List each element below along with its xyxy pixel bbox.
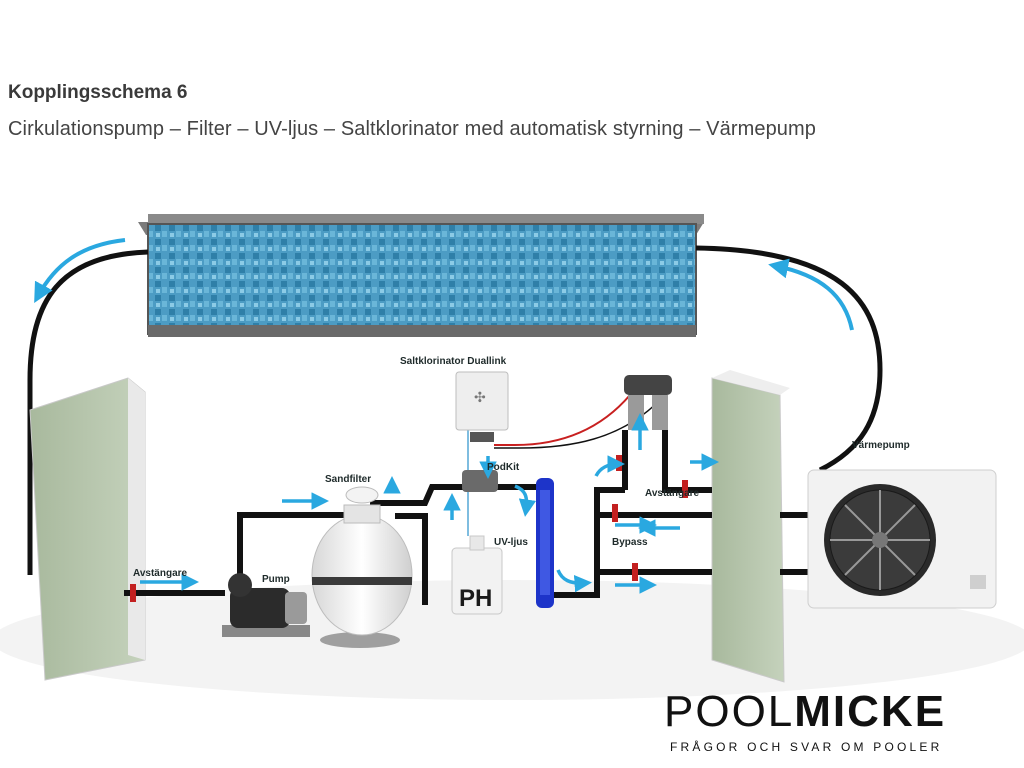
svg-text:✣: ✣ <box>474 390 486 406</box>
pipe-pump-up <box>237 512 345 585</box>
pipe-filter-waste <box>395 513 428 605</box>
pipe-uv-out <box>545 487 625 598</box>
flow-arrow-uv <box>514 484 537 517</box>
label-bypass: Bypass <box>612 537 648 548</box>
chlorinator-cells <box>624 375 672 430</box>
flow-arrow-heat-in <box>594 455 625 477</box>
label-avstangare-right: Avstängare <box>645 488 700 499</box>
label-saltklorinator: Saltklorinator Duallink <box>400 356 507 367</box>
pipe-filter-out <box>370 484 540 506</box>
pump <box>222 573 310 637</box>
diagram-title: Kopplingsschema 6 <box>8 82 188 103</box>
wall-right <box>711 377 785 683</box>
heat-pump <box>807 469 997 609</box>
uv-lamp <box>536 478 554 608</box>
logo-wordmark: POOLMICKE <box>664 690 1014 734</box>
label-pump: Pump <box>262 574 290 585</box>
logo-tagline: FRÅGOR OCH SVAR OM POOLER <box>670 740 943 754</box>
logo-part1: POOL <box>664 687 795 736</box>
flow-arrow-left-top <box>34 238 126 304</box>
salt-chlorinator: ✣ <box>455 371 509 442</box>
pipe-cell-loop <box>622 430 712 493</box>
podkit <box>462 470 498 492</box>
flow-arrow-right-top <box>768 258 854 331</box>
poolmicke-logo: POOLMICKE FRÅGOR OCH SVAR OM POOLER <box>664 690 1014 755</box>
label-sandfilter: Sandfilter <box>325 474 371 485</box>
label-avstangare-left: Avstängare <box>133 568 188 579</box>
ph-container: PH <box>451 535 503 615</box>
ph-label: PH <box>459 585 492 612</box>
sand-filter <box>311 486 413 648</box>
logo-part2: MICKE <box>794 687 947 736</box>
flow-arrow-uv-out <box>556 569 592 593</box>
label-uv: UV-ljus <box>494 537 528 548</box>
diagram-subtitle: Cirkulationspump – Filter – UV-ljus – Sa… <box>8 118 817 140</box>
label-podkit: PodKit <box>487 462 520 473</box>
label-varmepump: Värmepump <box>852 440 910 451</box>
pool <box>138 214 704 337</box>
wall-left <box>29 377 146 681</box>
